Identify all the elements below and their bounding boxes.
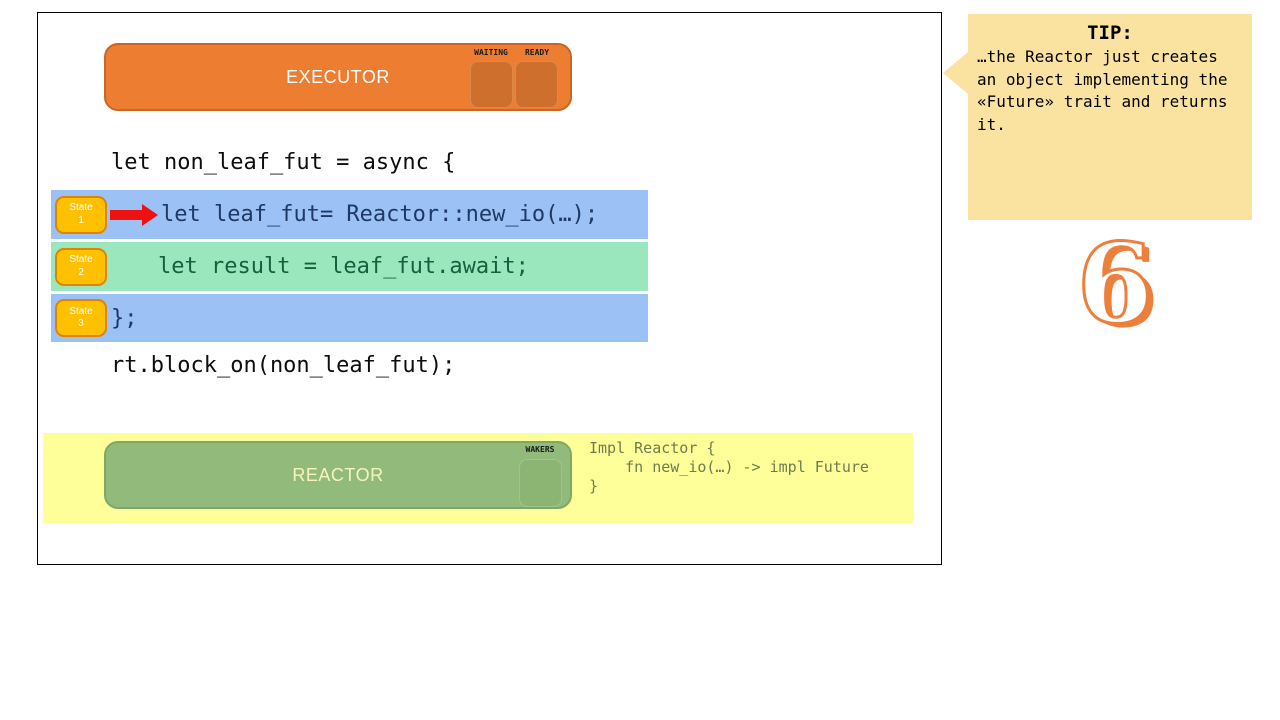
tip-body: …the Reactor just creates an object impl…	[977, 47, 1228, 134]
state3-badge-number: 3	[78, 318, 84, 329]
state1-badge-number: 1	[78, 214, 84, 226]
executor-ready-slot	[515, 61, 558, 108]
executor-label: EXECUTOR	[286, 66, 390, 87]
tip-callout-notch	[943, 52, 968, 94]
waiting-label: WAITING	[474, 48, 508, 57]
state3-badge: State 3	[55, 299, 107, 337]
ready-label: READY	[524, 48, 550, 57]
code-line-async-block-open: let non_leaf_fut = async {	[111, 150, 456, 175]
tip-title: TIP:	[1087, 22, 1133, 44]
step-number: 6	[1075, 219, 1155, 348]
tip-callout: TIP: …the Reactor just creates an object…	[943, 14, 1252, 220]
state1-row: State 1 let leaf_fut= Reactor::new_io(…)…	[51, 190, 648, 239]
reactor-label: REACTOR	[292, 464, 384, 485]
reactor-band: REACTOR WAKERS Impl Reactor { fn new_io(…	[43, 433, 913, 523]
main-diagram-frame: EXECUTOR WAITING READY let non_leaf_fut …	[37, 12, 942, 565]
code-line-block-on: rt.block_on(non_leaf_fut);	[111, 353, 456, 378]
state3-badge-text: State	[69, 305, 93, 317]
executor-waiting-slot	[470, 61, 513, 108]
state2-badge-number: 2	[78, 266, 84, 278]
state3-row: State 3 };	[51, 294, 648, 342]
reactor-box: REACTOR WAKERS	[104, 441, 572, 509]
arrow-shaft	[110, 209, 142, 220]
state2-badge: State 2	[55, 247, 107, 286]
state1-badge-text: State	[69, 202, 93, 213]
state2-code: let result = leaf_fut.await;	[158, 254, 529, 279]
state1-badge: State 1	[55, 195, 107, 234]
state3-code: };	[111, 305, 138, 331]
state2-badge-text: State	[69, 254, 93, 265]
wakers-label: WAKERS	[525, 445, 555, 454]
state2-row: State 2 let result = leaf_fut.await;	[51, 242, 648, 291]
reactor-wakers-slot	[519, 459, 562, 507]
reactor-impl-code: Impl Reactor { fn new_io(…) -> impl Futu…	[589, 439, 869, 495]
arrow-head	[142, 203, 158, 226]
executor-box: EXECUTOR WAITING READY	[104, 43, 572, 111]
current-state-arrow-icon	[110, 203, 158, 226]
state1-code: let leaf_fut= Reactor::new_io(…);	[161, 202, 599, 227]
